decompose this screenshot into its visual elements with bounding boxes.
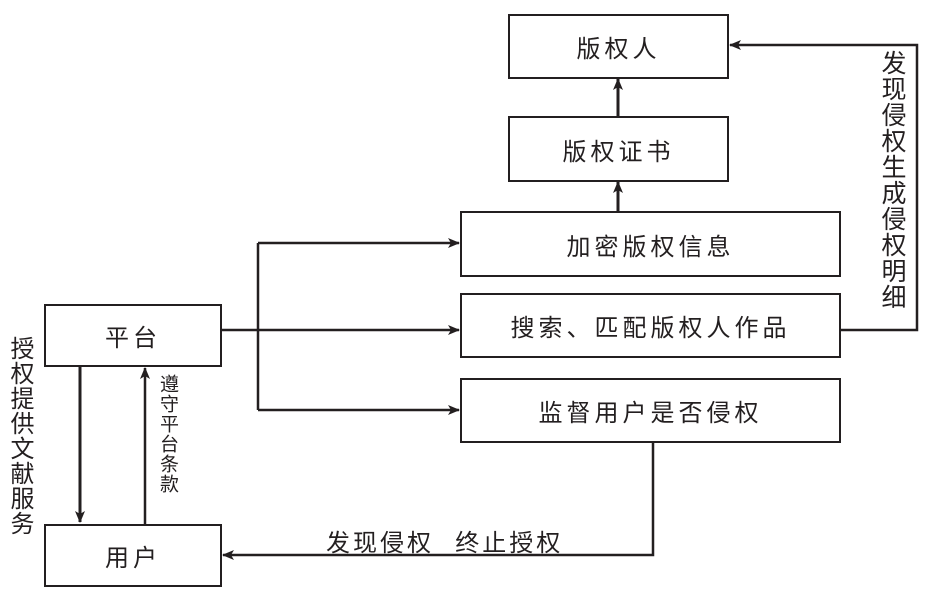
node-label: 用户 — [105, 544, 161, 572]
node-copyright-holder: 版权人 — [508, 14, 729, 79]
node-encrypt-info: 加密版权信息 — [460, 211, 841, 277]
node-label: 版权人 — [576, 35, 661, 63]
node-label: 搜索、匹配版权人作品 — [510, 314, 791, 342]
node-label: 平台 — [105, 324, 161, 352]
node-supervise-users: 监督用户是否侵权 — [460, 378, 841, 443]
node-label: 监督用户是否侵权 — [538, 399, 763, 427]
label-authorize-service: 授权提供文献服务 — [6, 336, 34, 536]
label-infringement-detail: 发现侵权生成侵权明细 — [878, 50, 907, 310]
node-platform: 平台 — [44, 304, 222, 367]
node-copyright-certificate: 版权证书 — [508, 116, 729, 182]
node-search-match: 搜索、匹配版权人作品 — [460, 293, 841, 358]
node-label: 加密版权信息 — [566, 232, 735, 261]
arrow-supervise-to-user — [222, 442, 655, 560]
node-user: 用户 — [44, 524, 222, 587]
label-terminate-authorization: 发现侵权 终止授权 — [326, 529, 564, 557]
label-comply-terms: 遵守平台条款 — [157, 374, 179, 494]
node-label: 版权证书 — [562, 137, 675, 166]
arrow-search-to-holder — [729, 40, 919, 332]
